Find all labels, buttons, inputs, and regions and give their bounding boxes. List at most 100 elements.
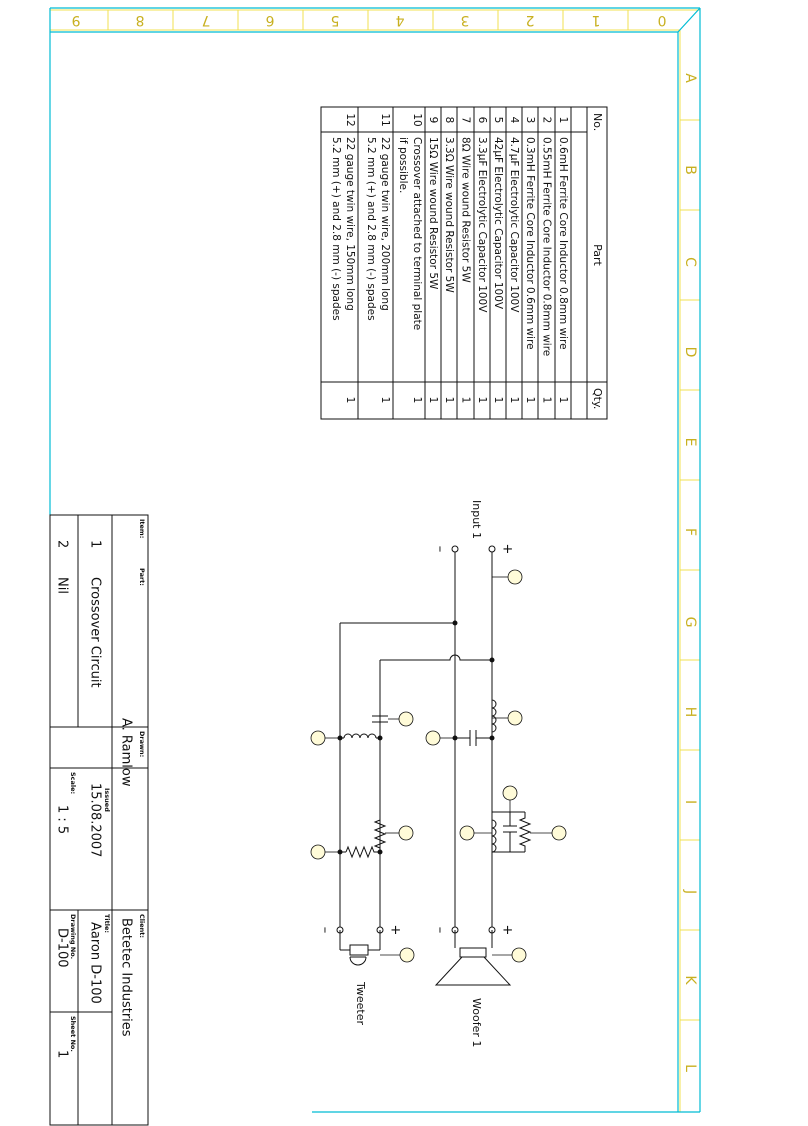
table-row: 8 3.3Ω Wire wound Resistor 5W 1: [443, 117, 455, 404]
row-part-text: 3.3Ω Wire wound Resistor 5W: [443, 137, 455, 293]
part-balloons: [310, 569, 567, 963]
row-qty: 1: [379, 397, 391, 404]
row-part-text: 22 gauge twin wire, 200mm long: [379, 137, 391, 311]
balloon-capacitor-woofer: [425, 730, 455, 746]
balloon-resistor-tweeter: [385, 825, 414, 841]
tb-header-issued: Issued: [103, 788, 111, 812]
row-number: 10: [411, 113, 423, 126]
row-qty: 1: [524, 397, 536, 404]
row-part-text: 42μF Electrolytic Capacitor 100V: [492, 137, 504, 310]
balloon-inductor-woofer: [492, 710, 523, 726]
row-letter: F: [682, 528, 698, 536]
tb-header-sheet-no: Sheet No.: [69, 1016, 77, 1052]
tb-item-1: 1: [88, 540, 103, 548]
balloon-resistor-woofer: [530, 825, 567, 841]
row-number: 7: [460, 117, 472, 124]
row-number: 5: [492, 117, 504, 124]
tb-header-part: Part:: [138, 568, 146, 586]
table-header-part: Part: [591, 244, 604, 266]
table-header-no: No.: [591, 113, 604, 131]
row-letter: G: [682, 617, 698, 628]
row-number: 6: [476, 117, 488, 124]
plus-sign: +: [500, 925, 515, 936]
row-letter: H: [682, 707, 698, 718]
row-qty: 1: [492, 397, 504, 404]
sheet-frame: 9 8 7 6 5 4 3 2 1 0 A B C D E F G H I J …: [49, 7, 701, 1113]
row-letter: J: [682, 889, 698, 894]
tweeter-label: Tweeter: [354, 981, 367, 1026]
col-number: 2: [526, 12, 535, 28]
parts-table: No. Part Qty. 1 0.6mH Ferrite Core Induct…: [320, 106, 608, 420]
woofer-label: Woofer 1: [470, 998, 483, 1047]
woofer-speaker-icon: [434, 930, 512, 986]
tweeter-speaker-icon: [339, 930, 381, 966]
col-number: 9: [72, 12, 81, 28]
input-label: Input 1: [470, 500, 483, 539]
table-header-qty: Qty.: [591, 388, 604, 409]
tb-header-client: Client:: [138, 914, 146, 938]
row-qty: 1: [443, 397, 455, 404]
col-number: 0: [658, 12, 667, 28]
balloon-inductor-network: [459, 825, 492, 841]
col-number: 6: [265, 12, 274, 28]
row-part-text: 8Ω Wire wound Resistor 5W: [460, 137, 472, 283]
balloon-tweeter-wire: [380, 947, 415, 963]
tb-drawing-no-value: D-100: [55, 928, 70, 968]
row-number: 9: [427, 117, 439, 124]
tb-scale-value: 1 : 5: [55, 805, 70, 834]
row-part-text: 3.3μF Electrolytic Capacitor 100V: [476, 137, 488, 313]
row-number: 1: [557, 117, 569, 124]
row-qty: 1: [508, 397, 520, 404]
row-qty: 1: [460, 397, 472, 404]
plus-sign: +: [500, 544, 515, 555]
balloon-capacitor-tweeter: [388, 711, 414, 727]
title-block: Item: Part: Drawn: Issued Scale: Client:…: [49, 514, 149, 1126]
col-number: 3: [461, 12, 470, 28]
row-letter: B: [682, 165, 698, 175]
minus-sign: –: [433, 546, 448, 553]
balloon-cap-network: [502, 785, 518, 812]
tb-header-scale: Scale:: [69, 772, 77, 794]
col-number: 8: [136, 12, 145, 28]
row-number: 8: [443, 117, 455, 124]
tb-part-1: Crossover Circuit: [88, 577, 103, 688]
tb-sheet-no-value: 1: [55, 1050, 70, 1058]
row-part-text: Crossover attached to terminal plate: [411, 137, 423, 330]
row-number: 3: [524, 117, 536, 124]
table-row: 5 42μF Electrolytic Capacitor 100V 1: [492, 117, 504, 404]
row-letter: D: [682, 347, 698, 358]
col-number: 7: [202, 12, 211, 28]
row-part-text: 0.55mH Ferrite Core Inductor 0.8mm wire: [541, 137, 553, 356]
tb-drawn-value: A. Ramlow: [119, 718, 134, 787]
tb-header-title: Title:: [103, 914, 111, 933]
tb-client-value: Betetec Industries: [119, 918, 134, 1037]
row-number: 12: [344, 113, 356, 126]
row-qty: 1: [411, 397, 423, 404]
row-part-text: 4.7μF Electrolytic Capacitor 100V: [508, 137, 520, 313]
row-letter: C: [682, 257, 698, 267]
plus-sign: +: [388, 925, 403, 936]
row-number: 4: [508, 117, 520, 124]
tb-item-2: 2: [55, 540, 70, 548]
tb-part-2: Nil: [55, 577, 70, 594]
tb-title-value: Aaron D-100: [88, 922, 103, 1004]
col-number: 4: [395, 12, 404, 28]
row-letter: L: [682, 1064, 698, 1072]
row-letter: A: [682, 73, 698, 83]
row-part-text: 22 gauge twin wire, 150mm long: [344, 137, 356, 311]
row-number: 11: [379, 113, 391, 126]
row-part-text: if possible.: [397, 137, 409, 193]
row-part-text: 5.2 mm (+) and 2.8 mm (-) spades: [365, 137, 377, 321]
tb-header-drawn: Drawn:: [138, 731, 146, 757]
row-part-text: 0.6mH Ferrite Core Inductor 0.8mm wire: [557, 137, 569, 350]
table-row: 4 4.7μF Electrolytic Capacitor 100V 1: [508, 117, 520, 404]
tb-issued-value: 15.08.2007: [88, 783, 103, 857]
row-qty: 1: [541, 397, 553, 404]
